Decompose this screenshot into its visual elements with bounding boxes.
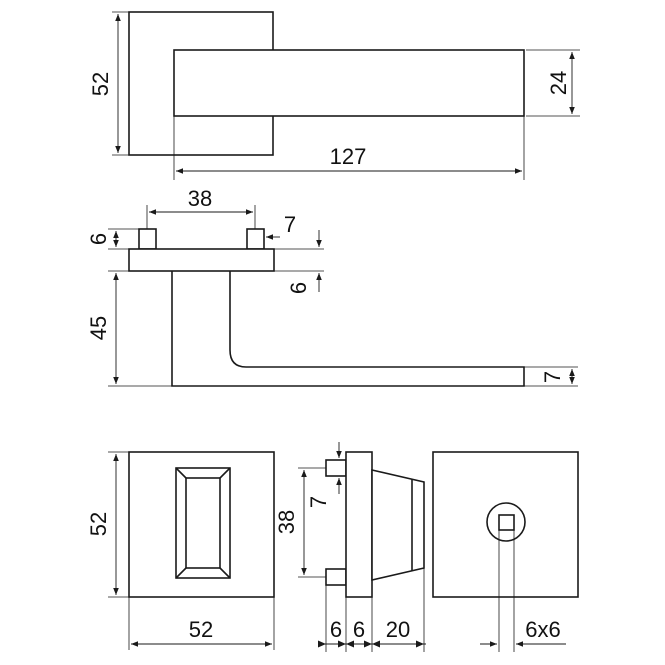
spindle-square (498, 514, 515, 531)
turn-knob-inner (185, 477, 221, 569)
escutcheon-side-view: 38 7 6 6 20 (274, 442, 426, 652)
side-bottom-pin (325, 568, 347, 586)
label-plate-thickness: 6 (286, 282, 311, 294)
lever-bar (173, 49, 525, 117)
label-neck-height: 45 (86, 316, 111, 340)
side-knob-profile (371, 468, 425, 582)
left-pin (138, 228, 157, 250)
label-escutcheon-height: 52 (86, 512, 111, 536)
label-side-pin-width: 7 (306, 496, 331, 508)
rose-plate (128, 248, 275, 272)
label-pin-height: 6 (86, 233, 111, 245)
top-view: 52 24 127 (88, 11, 580, 180)
escutcheon-front-view: 52 52 (86, 451, 275, 650)
label-pin-width: 7 (284, 212, 296, 237)
label-side-pin-spacing: 38 (274, 510, 299, 534)
side-plate (345, 451, 373, 598)
label-escutcheon-width: 52 (189, 617, 213, 642)
label-side-depth-c: 20 (386, 617, 410, 642)
back-plate-view: 6x6 (432, 451, 579, 652)
right-pin (246, 228, 265, 250)
label-lever-length: 127 (330, 144, 367, 169)
side-top-pin (325, 459, 347, 477)
lever-profile (171, 271, 525, 387)
label-lever-thickness: 7 (540, 371, 565, 383)
side-view: 38 6 7 6 45 7 (86, 186, 578, 387)
label-side-depth-b: 6 (353, 617, 365, 642)
label-spindle-size: 6x6 (525, 617, 560, 642)
label-pin-spacing: 38 (188, 186, 212, 211)
label-lever-height: 24 (546, 71, 571, 95)
label-side-depth-a: 6 (330, 617, 342, 642)
label-rose-height: 52 (88, 72, 113, 96)
